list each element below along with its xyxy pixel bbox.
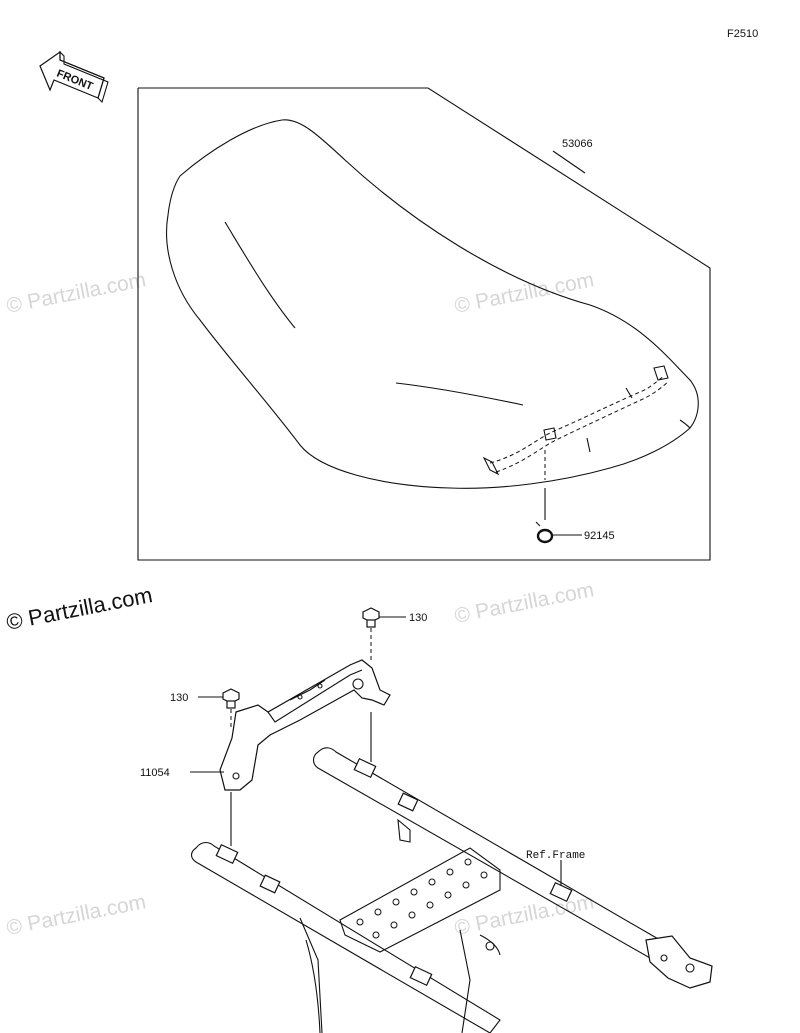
figure-code: F2510 (727, 28, 758, 40)
label-53066: 53066 (562, 138, 593, 150)
bracket-11054 (190, 659, 391, 791)
part-92145 (535, 488, 582, 544)
label-11054: 11054 (140, 767, 170, 779)
front-direction-arrow-icon: FRONT (39, 50, 109, 104)
label-ref-frame: Ref.Frame (526, 850, 585, 862)
seat-assembly-box (137, 87, 711, 561)
watermark-main: © Partzilla.com (4, 582, 154, 635)
label-130-upper: 130 (409, 612, 427, 624)
bolt-upper-icon (362, 607, 406, 660)
bolt-left-icon (198, 688, 240, 730)
label-92145: 92145 (584, 530, 615, 542)
watermark-3: © Partzilla.com (453, 578, 596, 628)
watermark-2: © Partzilla.com (453, 268, 596, 318)
seat-illustration (166, 119, 699, 489)
frame-reference (190, 747, 713, 1033)
watermark-4: © Partzilla.com (5, 890, 148, 940)
label-130-left: 130 (170, 692, 188, 704)
watermark-1: © Partzilla.com (5, 268, 148, 318)
